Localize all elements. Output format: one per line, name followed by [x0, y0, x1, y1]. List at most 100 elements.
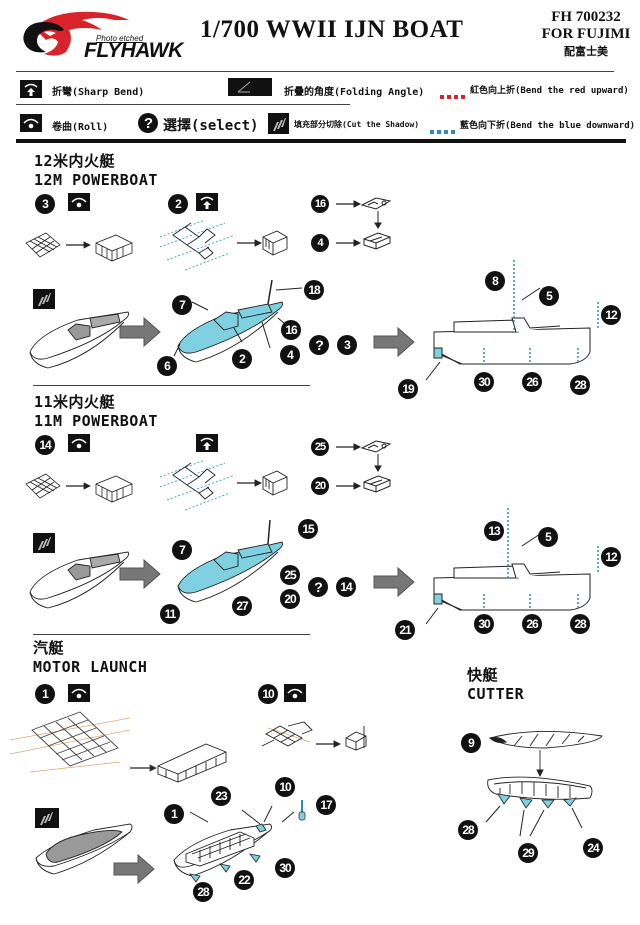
section-motor-launch-title: 汽艇 MOTOR LAUNCH — [33, 639, 147, 677]
part-number: 3 — [337, 335, 357, 355]
part-number: 14 — [336, 577, 356, 597]
compat-label: FOR FUJIMI — [541, 26, 631, 42]
callout-part: 21 — [395, 620, 415, 640]
callout-part: 6 — [157, 356, 177, 376]
callout-part: 30 — [275, 858, 295, 878]
callout-part: 16 — [281, 320, 301, 340]
part-number: 4 — [311, 234, 329, 252]
hatch-assembly-diagram — [336, 197, 392, 250]
callout-part: 19 — [398, 379, 418, 399]
callout-part: 20 — [280, 589, 300, 609]
callout-part: 23 — [211, 786, 231, 806]
powerboat-11m-hull-drawing — [29, 551, 129, 609]
product-code-block: FH 700232 FOR FUJIMI 配富士美 — [540, 9, 632, 60]
compat-label-cn: 配富士美 — [564, 45, 608, 58]
callout-part: 10 — [275, 777, 295, 797]
hawk-head-icon — [23, 11, 129, 56]
title-en: CUTTER — [467, 685, 525, 703]
arrow-right-icon — [119, 558, 161, 590]
launch-part10-diagram — [261, 721, 367, 751]
legend-blue-downward: 藍色向下折(Bend the blue downward) — [460, 121, 636, 131]
callout-part: 24 — [583, 838, 603, 858]
legend-bottom-divider — [16, 139, 626, 143]
part-number: 2 — [168, 194, 188, 214]
callout-part: 25 — [280, 565, 300, 585]
cut-shadow-icon — [268, 113, 289, 134]
section-divider — [33, 385, 310, 386]
title-en: 12M POWERBOAT — [34, 171, 158, 189]
callout-part: 22 — [234, 870, 254, 890]
callout-part: 5 — [539, 286, 559, 306]
powerboat-12m-assembly-drawing — [177, 279, 283, 363]
part-number: 20 — [311, 477, 329, 495]
callout-part: 8 — [485, 271, 505, 291]
callout-part: 5 — [538, 527, 558, 547]
sharp-bend-icon — [196, 193, 218, 211]
red-dots-icon — [440, 86, 468, 105]
product-code: FH 700232 — [551, 9, 621, 25]
cut-shadow-icon — [35, 808, 59, 828]
sharp-bend-icon — [20, 80, 42, 98]
cutter-drawing — [485, 731, 603, 837]
callout-part: 1 — [164, 804, 184, 824]
legend-select: 選擇(select) — [163, 118, 259, 134]
callout-part: 26 — [522, 372, 542, 392]
brand-tagline: Photo etched — [96, 34, 144, 43]
callout-part: 11 — [160, 604, 180, 624]
cut-shadow-icon — [33, 533, 55, 553]
launch-roll-diagram — [9, 711, 227, 783]
callout-part: 4 — [280, 345, 300, 365]
roll-icon — [284, 684, 306, 702]
select-icon: ? — [308, 577, 328, 597]
callout-part: 17 — [316, 795, 336, 815]
callout-part: 13 — [484, 521, 504, 541]
callout-part: 26 — [522, 614, 542, 634]
part-number: 1 — [35, 684, 55, 704]
roll-icon — [68, 434, 90, 452]
callout-part: 28 — [458, 820, 478, 840]
title-cn: 快艇 — [467, 666, 499, 684]
brand-name: FLYHAWK — [84, 39, 183, 62]
title-cn: 12米内火艇 — [34, 152, 116, 170]
hatch-assembly-diagram — [336, 440, 392, 493]
part-number: 25 — [311, 438, 329, 456]
title-en: MOTOR LAUNCH — [33, 658, 148, 676]
legend-divider — [16, 104, 350, 105]
page-title: 1/700 WWII IJN BOAT — [200, 16, 464, 43]
arrow-right-icon — [373, 566, 415, 598]
launch-assembly-drawing — [173, 823, 273, 883]
section-divider — [33, 634, 310, 635]
roll-icon — [68, 684, 90, 702]
arrow-right-icon — [119, 316, 161, 348]
section-12m-powerboat-title: 12米内火艇 12M POWERBOAT — [34, 152, 158, 190]
callout-part: 15 — [298, 519, 318, 539]
callout-part: 9 — [461, 733, 481, 753]
callout-part: 12 — [601, 305, 621, 325]
part-number: 3 — [35, 194, 55, 214]
sharp-bend-icon — [196, 434, 218, 452]
callout-part: 30 — [474, 614, 494, 634]
select-icon: ? — [309, 335, 329, 355]
callout-part: 7 — [172, 295, 192, 315]
roll-icon — [68, 193, 90, 211]
callout-part: 12 — [601, 547, 621, 567]
section-11m-powerboat-title: 11米内火艇 11M POWERBOAT — [34, 393, 158, 431]
callout-part: 29 — [518, 843, 538, 863]
powerboat-11m-assembly-drawing — [177, 519, 283, 603]
legend-red-upward: 紅色向上折(Bend the red upward) — [470, 86, 629, 96]
callout-part: 30 — [474, 372, 494, 392]
roll-step-diagram — [25, 232, 133, 262]
legend-folding-angle: 折疊的角度(Folding Angle) — [284, 87, 425, 98]
section-cutter-title: 快艇 CUTTER — [467, 666, 524, 704]
bend-step-diagram — [159, 459, 288, 511]
callout-part: 2 — [232, 349, 252, 369]
callout-part: 7 — [172, 540, 192, 560]
blue-dots-icon — [430, 121, 458, 140]
arrow-right-icon — [373, 326, 415, 358]
select-icon: ? — [138, 113, 158, 133]
callout-part: 28 — [570, 614, 590, 634]
roll-step-diagram — [25, 473, 133, 503]
part-number: 16 — [311, 195, 329, 213]
title-cn: 11米内火艇 — [34, 393, 116, 411]
title-cn: 汽艇 — [33, 639, 65, 657]
